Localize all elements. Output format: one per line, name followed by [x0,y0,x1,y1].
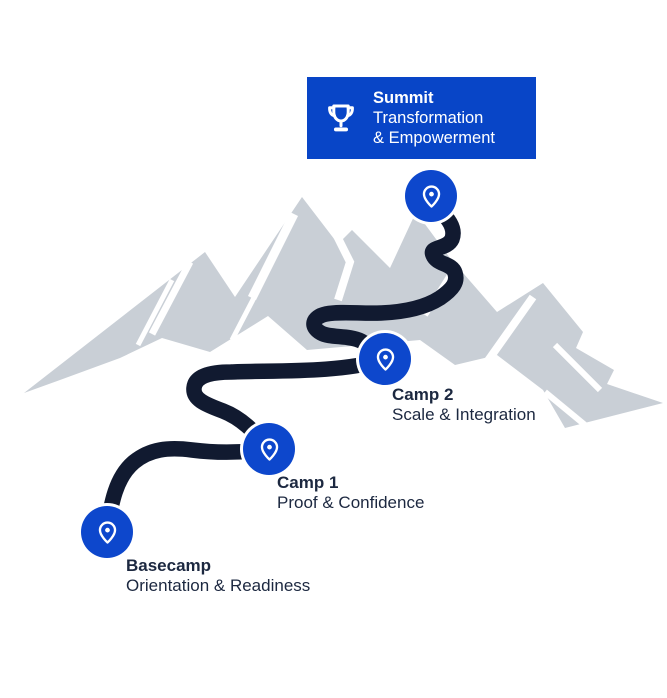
snow-slash [543,389,587,428]
snow-slash [483,294,537,365]
station-label-basecamp: Basecamp Orientation & Readiness [126,556,310,595]
camp1-marker [243,423,295,475]
station-title: Basecamp [126,556,212,575]
summit-banner: Summit Transformation & Empowerment [307,77,536,159]
snow-slash [148,260,194,336]
location-pin-icon [422,184,440,208]
snow-slash [326,220,355,302]
trophy-icon [328,104,354,132]
summit-banner-line-1: Transformation [373,109,484,127]
summit-banner-line-2: & Empowerment [373,129,495,147]
summit-marker [405,170,457,222]
snow-slash [552,342,603,393]
basecamp-marker [81,506,133,558]
location-pin-icon [260,437,278,461]
station-label-camp2: Camp 2 Scale & Integration [392,385,536,424]
station-subtitle: Orientation & Readiness [126,575,311,595]
station-label-camp1: Camp 1 Proof & Confidence [277,473,424,512]
snow-slash [229,288,261,342]
station-subtitle: Proof & Confidence [277,492,425,512]
snow-slash [247,211,299,301]
summit-banner-title: Summit [373,89,434,107]
station-title: Camp 1 [277,473,339,492]
snow-slash [135,278,175,347]
location-pin-icon [376,347,394,371]
station-subtitle: Scale & Integration [392,404,536,424]
station-title: Camp 2 [392,385,454,404]
camp2-marker [359,333,411,385]
snow-ridges [135,211,603,428]
location-pin-icon [98,520,116,544]
